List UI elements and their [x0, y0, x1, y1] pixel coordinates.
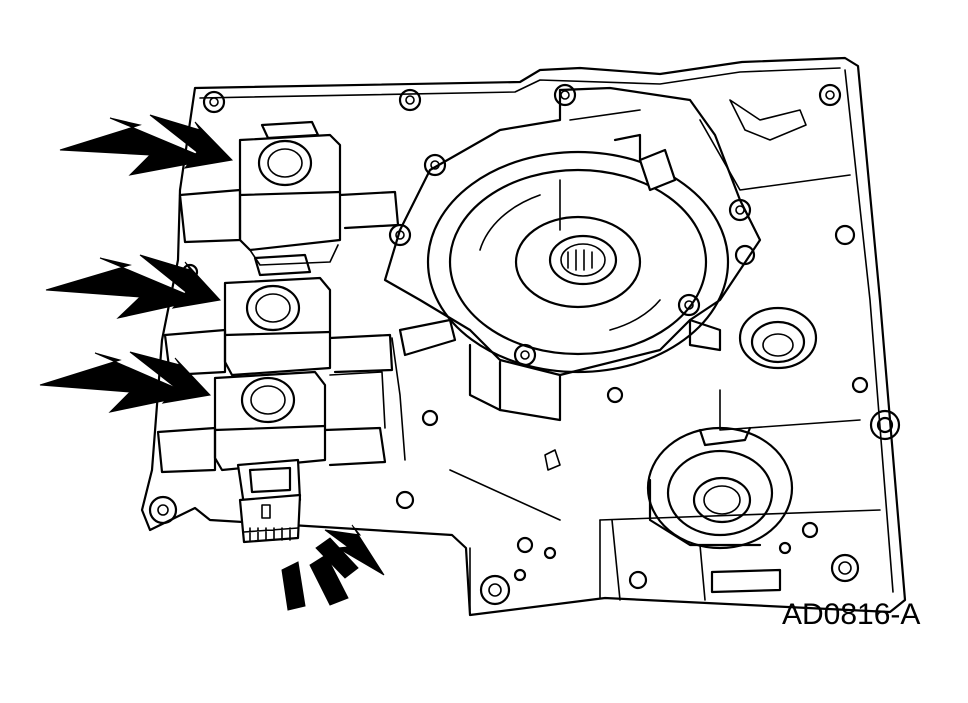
bolt-hole	[628, 570, 648, 590]
solenoid-upper	[178, 120, 400, 266]
figure-reference-code: AD0816-A	[782, 598, 921, 631]
bolt-hole	[479, 574, 511, 606]
solenoid-middle	[163, 253, 406, 461]
bolt-hole	[778, 541, 792, 555]
electrical-connector	[236, 458, 302, 544]
accumulator-housing	[383, 86, 762, 422]
bolt-hole	[851, 376, 869, 394]
bolt-hole	[421, 409, 439, 427]
bolt-hole	[834, 224, 856, 246]
bolt-hole	[202, 90, 226, 114]
double-chevron-arrow-icon	[45, 254, 221, 319]
bolt-hole	[148, 495, 178, 525]
bolt-hole	[818, 83, 842, 107]
lower-port-boss	[544, 426, 794, 601]
bolt-hole	[516, 536, 534, 554]
bolt-hole	[801, 521, 819, 539]
bolt-hole	[830, 553, 860, 583]
bolt-holes	[148, 83, 901, 606]
bolt-hole	[553, 83, 577, 107]
bolt-hole	[606, 386, 624, 404]
bolt-hole	[395, 490, 415, 510]
bolt-hole	[869, 409, 901, 441]
bolt-hole	[513, 568, 527, 582]
bolt-hole	[398, 88, 422, 112]
bolt-hole	[543, 546, 557, 560]
bolt-hole	[728, 198, 752, 222]
solenoid-lower	[156, 370, 387, 474]
double-chevron-arrow-icon	[39, 351, 212, 413]
double-chevron-arrow-icon	[59, 114, 234, 176]
dashed-burst-arrow-icon	[281, 524, 385, 611]
valve-body-plate	[140, 56, 907, 617]
upper-port-boss	[738, 306, 818, 370]
